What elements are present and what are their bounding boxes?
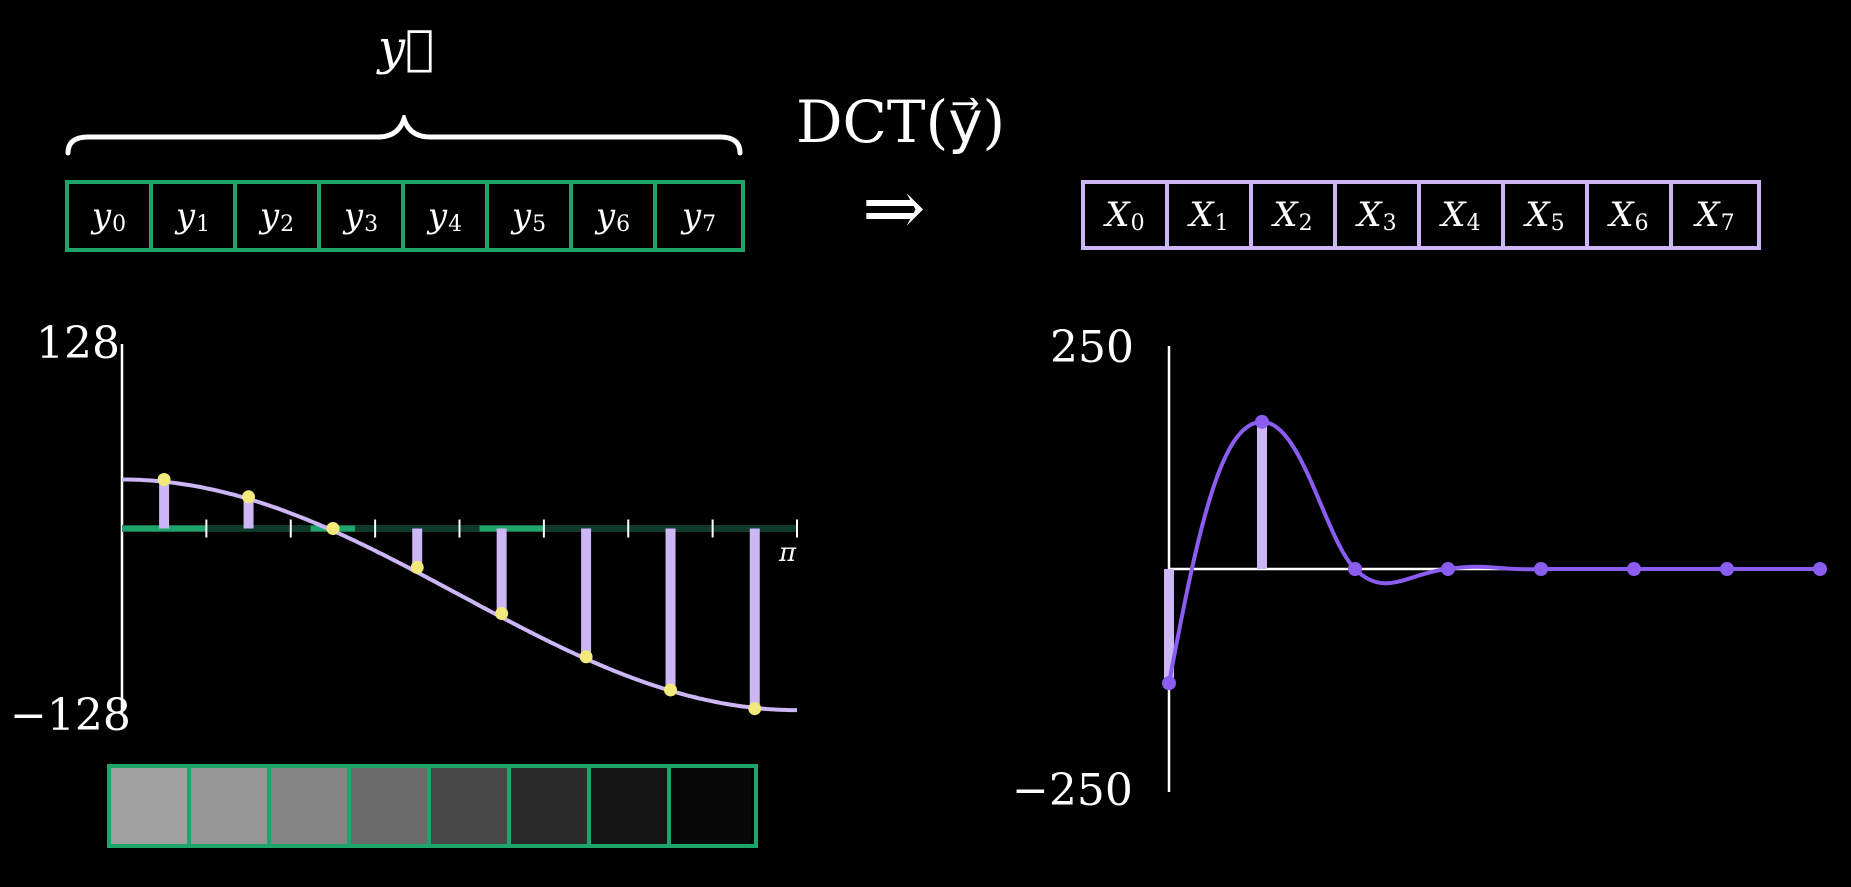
input-vector-cell-sub: 6: [616, 211, 631, 237]
left-sample-bar-4: [496, 528, 507, 614]
left-sample-point-3: [410, 560, 424, 574]
pixel-swatch-row: [107, 764, 758, 848]
output-vector-cell-base: X: [1357, 195, 1382, 235]
output-vector-cell-sub: 4: [1466, 210, 1481, 236]
pixel-swatch-0: [111, 768, 191, 844]
left-sample-bar-0: [159, 479, 170, 529]
output-vector-cell-sub: 6: [1634, 210, 1649, 236]
right-y-max-label: 250: [1050, 322, 1134, 373]
output-vector-cell-base: X: [1525, 195, 1550, 235]
output-vector-cell-sub: 7: [1720, 210, 1735, 236]
left-sample-bar-3: [412, 528, 423, 568]
input-vector-cell-sub: 7: [702, 211, 717, 237]
left-sample-point-4: [495, 607, 509, 621]
output-vector-cell-sub: 5: [1550, 210, 1565, 236]
input-vector-cell-sub: 1: [196, 211, 211, 237]
output-vector-cell-base: X: [1189, 195, 1214, 235]
output-vector-cell-base: X: [1609, 195, 1634, 235]
right-coeff-bar-1: [1257, 421, 1267, 569]
output-vector-cell-sub: 2: [1298, 210, 1313, 236]
brace: [65, 115, 743, 156]
left-signal-curve: [122, 477, 797, 713]
right-coeff-point-3: [1441, 562, 1455, 576]
left-y-max-label: 128: [36, 318, 120, 369]
pixel-swatch-5: [511, 768, 591, 844]
left-sample-point-6: [664, 683, 678, 697]
left-y-min-label: −128: [10, 690, 131, 741]
input-vector-cell-base: y: [511, 196, 532, 236]
output-vector-cell-sub: 1: [1214, 210, 1229, 236]
pixel-swatch-4: [431, 768, 511, 844]
output-vector-cell-base: X: [1695, 195, 1720, 235]
pixel-swatch-3: [351, 768, 431, 844]
left-x-end-label: π: [779, 538, 797, 568]
pixel-swatch-2: [271, 768, 351, 844]
left-sample-bar-1: [243, 496, 254, 529]
input-vector-cell-sub: 0: [112, 211, 127, 237]
left-sample-bar-6: [665, 528, 676, 690]
right-coeff-point-1: [1255, 414, 1269, 429]
input-vector-cell-base: y: [259, 196, 280, 236]
pixel-swatch-1: [191, 768, 271, 844]
input-vector-cell-base: y: [595, 196, 616, 236]
implies-arrow: ⇒: [862, 163, 926, 252]
transform-label: DCT(y⃗): [796, 88, 1006, 156]
output-vector-cell-sub: 3: [1382, 210, 1397, 236]
pixel-swatch-6: [591, 768, 671, 844]
left-sample-bar-5: [581, 528, 592, 657]
right-coeff-point-0: [1162, 676, 1176, 691]
input-vector-cell-sub: 2: [280, 211, 295, 237]
input-vector-cell-base: y: [681, 196, 702, 236]
input-vector-label: y⃗: [378, 20, 434, 76]
output-vector-cell-base: X: [1441, 195, 1466, 235]
right-coeff-point-7: [1813, 562, 1827, 576]
right-coeff-point-5: [1627, 562, 1641, 576]
input-vector-cell-sub: 3: [364, 211, 379, 237]
right-dct-curve: [1167, 419, 1820, 684]
input-vector-cell-base: y: [427, 196, 448, 236]
left-sample-point-5: [579, 650, 593, 664]
left-sample-point-7: [748, 702, 762, 716]
pixel-swatch-7: [671, 768, 751, 844]
left-sample-point-1: [242, 490, 256, 504]
input-vector-cell-sub: 4: [448, 211, 463, 237]
input-vector-cell-base: y: [343, 196, 364, 236]
left-sample-point-2: [326, 522, 340, 535]
output-vector-cell-base: X: [1105, 195, 1130, 235]
input-vector-cell-base: y: [91, 196, 112, 236]
output-vector-cell-sub: 0: [1130, 210, 1145, 236]
left-sample-bar-7: [749, 528, 760, 709]
right-coeff-bar-0: [1164, 569, 1174, 684]
left-sample-point-0: [157, 472, 171, 486]
right-y-min-label: −250: [1012, 765, 1133, 816]
right-coeff-point-2: [1348, 562, 1362, 576]
right-coeff-point-4: [1534, 562, 1548, 576]
right-coeff-point-6: [1720, 562, 1734, 576]
output-vector-cell-base: X: [1273, 195, 1298, 235]
input-vector-cell-base: y: [175, 196, 196, 236]
input-vector-cell-sub: 5: [532, 211, 547, 237]
